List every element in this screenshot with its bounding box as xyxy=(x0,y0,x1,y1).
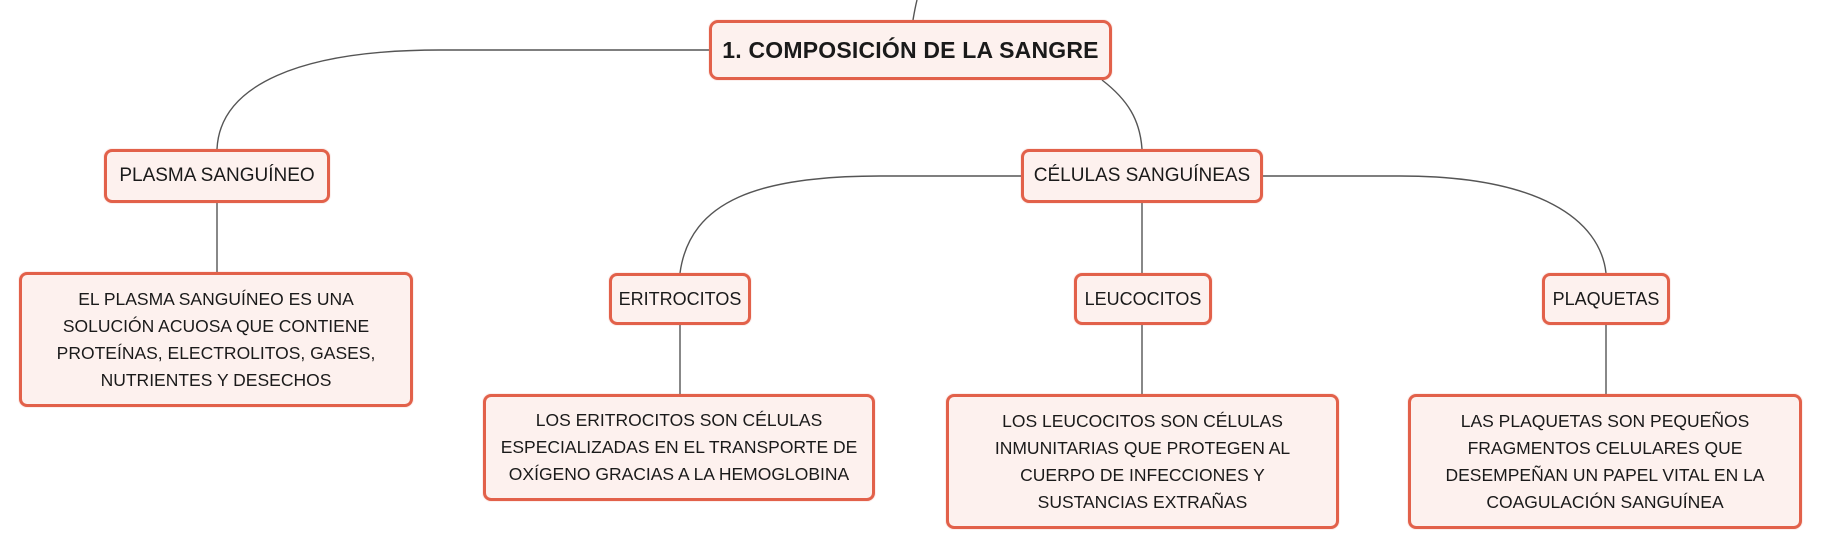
leucocitos-node[interactable]: LEUCOCITOS xyxy=(1074,273,1212,325)
connector-parent-to-root xyxy=(912,0,918,21)
leucocitos-description-node[interactable]: LOS LEUCOCITOS SON CÉLULAS INMUNITARIAS … xyxy=(946,394,1339,529)
plasma-sanguineo-node[interactable]: PLASMA SANGUÍNEO xyxy=(104,149,330,203)
eritrocitos-label: ERITROCITOS xyxy=(618,288,742,309)
plasma-sanguineo-description-node[interactable]: EL PLASMA SANGUÍNEO ES UNA SOLUCIÓN ACUO… xyxy=(19,272,413,407)
leucocitos-description: LOS LEUCOCITOS SON CÉLULAS INMUNITARIAS … xyxy=(994,410,1291,512)
leucocitos-label: LEUCOCITOS xyxy=(1084,288,1202,309)
celulas-sanguineas-node[interactable]: CÉLULAS SANGUÍNEAS xyxy=(1021,149,1263,203)
root-topic-label: 1. COMPOSICIÓN DE LA SANGRE xyxy=(722,36,1099,63)
connector-root-to-celulas xyxy=(1101,79,1143,150)
eritrocitos-node[interactable]: ERITROCITOS xyxy=(609,273,751,325)
celulas-sanguineas-label: CÉLULAS SANGUÍNEAS xyxy=(1033,165,1251,186)
connector-celulas-to-eritrocitos xyxy=(679,175,1021,274)
root-topic-node[interactable]: 1. COMPOSICIÓN DE LA SANGRE xyxy=(709,20,1112,80)
plaquetas-node[interactable]: PLAQUETAS xyxy=(1542,273,1670,325)
plaquetas-description: LAS PLAQUETAS SON PEQUEÑOS FRAGMENTOS CE… xyxy=(1445,410,1765,512)
connector-celulas-to-plaquetas xyxy=(1263,175,1607,274)
eritrocitos-description: LOS ERITROCITOS SON CÉLULAS ESPECIALIZAD… xyxy=(500,410,858,484)
connector-root-to-plasma xyxy=(216,49,709,150)
plasma-sanguineo-description: EL PLASMA SANGUÍNEO ES UNA SOLUCIÓN ACUO… xyxy=(56,288,376,390)
plaquetas-label: PLAQUETAS xyxy=(1552,288,1660,309)
eritrocitos-description-node[interactable]: LOS ERITROCITOS SON CÉLULAS ESPECIALIZAD… xyxy=(483,394,875,501)
plaquetas-description-node[interactable]: LAS PLAQUETAS SON PEQUEÑOS FRAGMENTOS CE… xyxy=(1408,394,1802,529)
plasma-sanguineo-label: PLASMA SANGUÍNEO xyxy=(119,165,315,186)
